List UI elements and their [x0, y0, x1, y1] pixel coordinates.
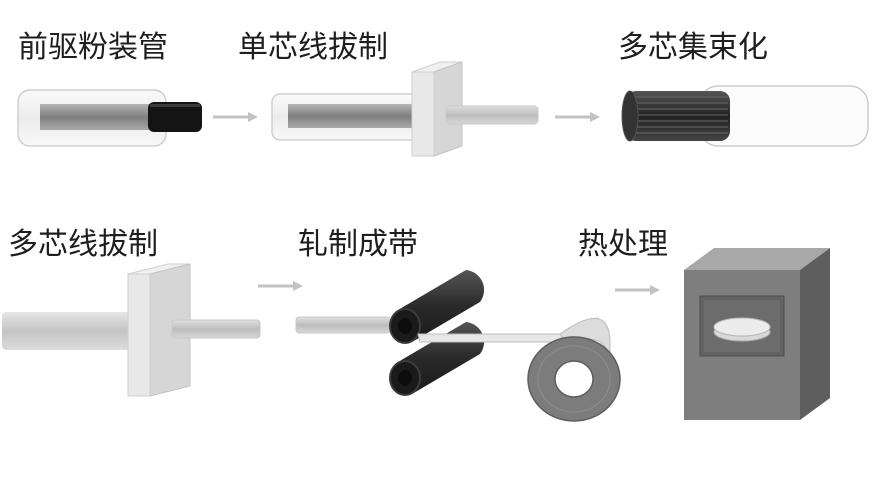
powder-in-tube-illustration — [17, 89, 202, 147]
step-label-single-core-drawing: 单芯线拔制 — [238, 30, 388, 65]
step-label-heat-treatment: 热处理 — [578, 227, 668, 262]
tape-coil-icon — [527, 336, 621, 422]
rolling-to-tape-illustration — [295, 270, 621, 422]
arrow-right-icon — [615, 285, 660, 295]
arrow-right-icon — [555, 112, 600, 122]
single-core-drawing-illustration — [271, 61, 539, 157]
multi-core-bundling-illustration — [621, 85, 869, 147]
arrow-right-icon — [258, 281, 303, 291]
drawing-die-icon — [127, 263, 191, 397]
roller-icon — [389, 270, 485, 396]
arrow-right-icon — [213, 112, 258, 122]
step-label-multi-core-drawing: 多芯线拔制 — [8, 227, 158, 262]
multi-core-drawing-illustration — [2, 263, 261, 397]
step-label-multi-core-bundling: 多芯集束化 — [618, 30, 768, 65]
step-label-rolling-to-tape: 轧制成带 — [298, 227, 418, 262]
step-label-powder-in-tube: 前驱粉装管 — [18, 30, 168, 65]
furnace-icon — [684, 248, 830, 420]
